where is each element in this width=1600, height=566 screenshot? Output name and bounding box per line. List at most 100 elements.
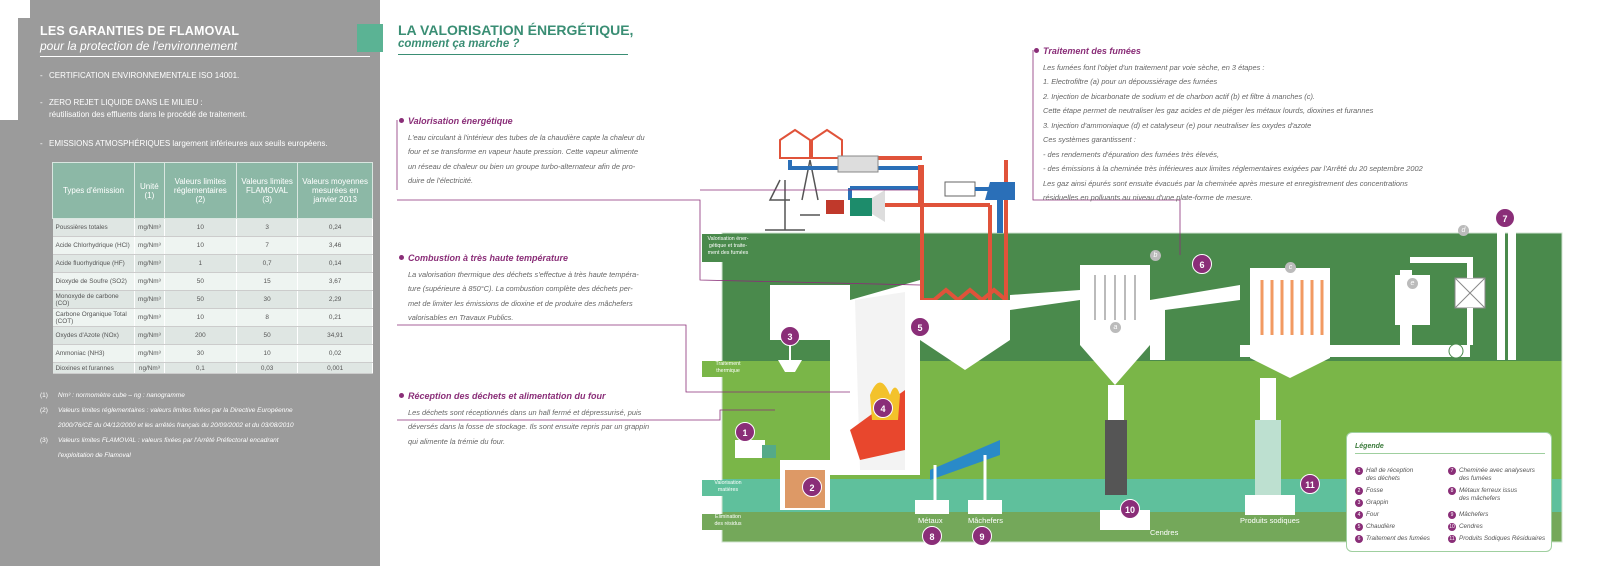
slag-truck	[968, 500, 1002, 514]
table-cell: 0,1	[164, 362, 237, 374]
table-cell: Acide Chlorhydrique (HCl)	[52, 236, 135, 255]
table-cell: mg/Nm³	[134, 272, 165, 291]
label-metaux: Métaux	[918, 516, 943, 525]
table-cell: Dioxines et furannes	[52, 362, 135, 374]
table-cell: 8	[236, 308, 299, 327]
table-cell: Dioxyde de Soufre (SO2)	[52, 272, 135, 291]
table-cell: mg/Nm³	[134, 218, 165, 237]
table-header-cell: Valeurs moyennes mesurées en janvier 201…	[297, 162, 373, 219]
pylon-icon	[765, 179, 805, 231]
table-cell: 50	[164, 290, 237, 309]
marker-8: 8	[922, 526, 942, 546]
right-subtitle: comment ça marche ?	[398, 38, 628, 55]
marker-5: 5	[910, 317, 930, 337]
label-sodiques: Produits sodiques	[1240, 516, 1300, 525]
table-cell: mg/Nm³	[134, 254, 165, 273]
table-cell: mg/Nm³	[134, 308, 165, 327]
zone-tab-residues	[702, 514, 754, 530]
label-machefers: Mâchefers	[968, 516, 1004, 525]
table-cell: 0,7	[236, 254, 299, 273]
marker-a: a	[1110, 322, 1121, 333]
table-cell: Acide fluorhydrique (HF)	[52, 254, 135, 273]
right-title: LA VALORISATION ÉNERGÉTIQUE,	[398, 22, 634, 38]
table-cell: 30	[236, 290, 299, 309]
waste-truck	[735, 440, 765, 458]
table-header-cell: Valeurs limites FLAMOVAL (3)	[235, 162, 299, 219]
section-valorisation: Valorisation énergétique L'eau circulant…	[399, 114, 698, 189]
marker-9: 9	[972, 526, 992, 546]
table-cell: 30	[164, 344, 237, 363]
marker-c: c	[1285, 262, 1296, 273]
table-cell: 10	[236, 344, 299, 363]
chimney	[1497, 160, 1505, 360]
table-header-cell: Unité (1)	[134, 162, 165, 219]
zone-tab-materials	[702, 480, 754, 496]
zone-label-energy: Valorisation éner- gétique et traite- me…	[707, 236, 749, 256]
marker-b: b	[1150, 250, 1161, 261]
ash-silo	[1105, 420, 1127, 495]
metal-truck	[915, 500, 949, 514]
marker-3: 3	[780, 326, 800, 346]
left-subtitle: pour la protection de l'environnement	[40, 39, 370, 57]
table-cell: 3,46	[297, 236, 373, 255]
table-cell: Carbone Organique Total (COT)	[52, 308, 135, 327]
table-header-cell: Valeurs limites réglementaires (2)	[163, 162, 237, 219]
table-cell: 200	[164, 326, 237, 345]
section-fumees: Traitement des fumées Les fumées font l'…	[1034, 44, 1553, 206]
catalyst	[1395, 275, 1430, 325]
table-cell: 15	[236, 272, 299, 291]
zone-tab-thermal	[702, 361, 754, 377]
section-combustion: Combustion à très haute température La v…	[399, 251, 698, 326]
table-cell: 50	[164, 272, 237, 291]
table-cell: 0,14	[297, 254, 373, 273]
footnote: 2000/76/CE du 04/12/2000 et les arrêtés …	[58, 422, 294, 429]
aero-cooler-icon	[944, 181, 976, 197]
table-header-cell: Types d'émission	[52, 162, 135, 219]
table-cell: Poussières totales	[52, 218, 135, 237]
table-cell: 0,02	[297, 344, 373, 363]
table-cell: mg/Nm³	[134, 344, 165, 363]
bullet-zero-rejet: -ZERO REJET LIQUIDE DANS LE MILIEU :réut…	[40, 98, 248, 119]
zone-label-materials: Valorisation matières	[714, 480, 742, 493]
marker-1: 1	[735, 422, 755, 442]
legend-title: Légende	[1355, 443, 1545, 454]
footnote: (3)Valeurs limites FLAMOVAL : valeurs fi…	[40, 437, 279, 444]
table-cell: 50	[236, 326, 299, 345]
table-cell: mg/Nm³	[134, 326, 165, 345]
footnote: (1)Nm³ : normomètre cube – ng : nanogram…	[40, 392, 185, 399]
house-icon	[811, 128, 843, 159]
marker-6: 6	[1192, 254, 1212, 274]
marker-d: d	[1458, 225, 1469, 236]
house-icon	[779, 128, 811, 159]
zone-label-thermal: Traitement thermique	[715, 361, 741, 374]
marker-7: 7	[1495, 208, 1515, 228]
grab-icon	[778, 360, 802, 372]
title-badge	[357, 24, 383, 52]
boiler-body	[920, 300, 1010, 370]
bullet-emissions: -EMISSIONS ATMOSPHÉRIQUES largement infé…	[40, 139, 328, 148]
table-cell: 1	[164, 254, 237, 273]
section-reception: Réception des déchets et alimentation du…	[399, 389, 698, 449]
table-cell: 10	[164, 236, 237, 255]
table-cell: 0,24	[297, 218, 373, 237]
corner-bracket-vertical	[0, 0, 18, 120]
table-cell: Ammoniac (NH3)	[52, 344, 135, 363]
